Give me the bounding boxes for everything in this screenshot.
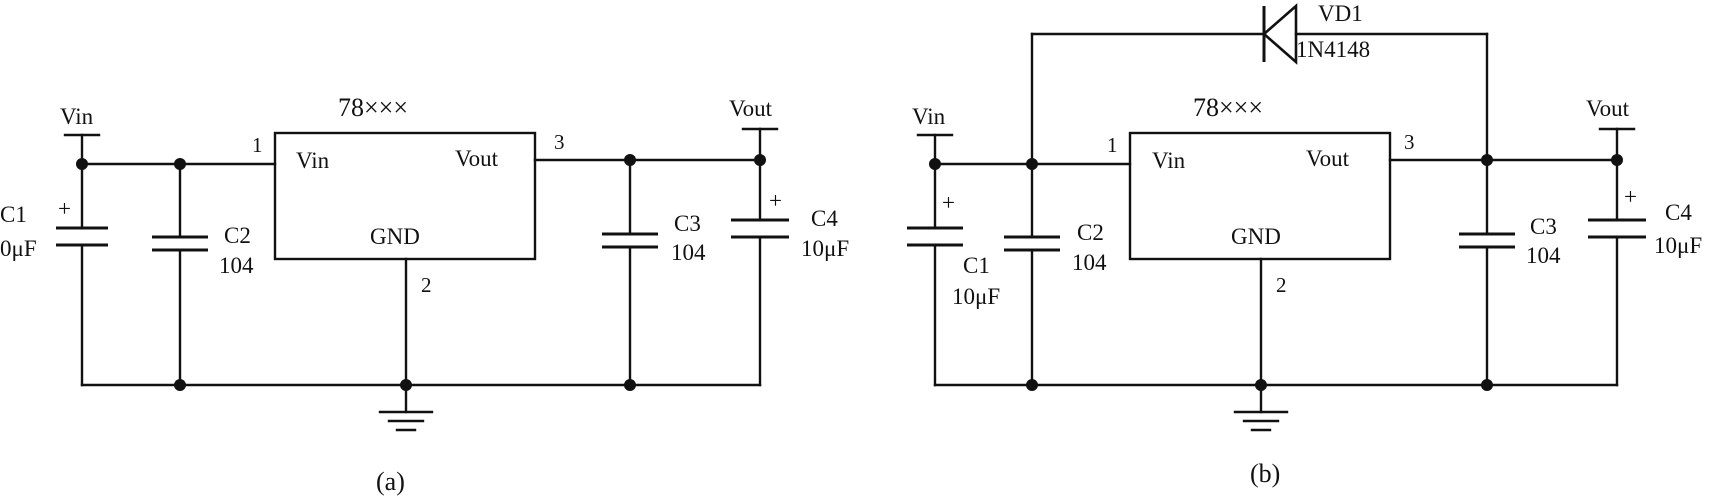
circuit-b-pin-gnd-label: GND	[1231, 224, 1281, 249]
circuit-b-c3-capacitor: C3 104	[1459, 214, 1561, 268]
circuit-b-regulator-part: 78×××	[1193, 93, 1263, 122]
circuit-b-c4-value: 10μF	[1654, 233, 1702, 258]
circuit-a-ground-symbol	[378, 410, 434, 432]
circuit-a-c2-name: C2	[224, 223, 251, 248]
circuit-a-c4-capacitor: + C4 10μF	[731, 188, 849, 261]
circuit-a-caption: (a)	[376, 467, 405, 496]
circuit-a-junctions	[76, 154, 766, 391]
circuit-a-c1-value: 0μF	[0, 236, 37, 261]
circuit-a-wires	[63, 127, 779, 414]
circuit-a-c4-value: 10μF	[801, 236, 849, 261]
circuit-b-c4-polarity: +	[1624, 184, 1637, 209]
circuit-b-vd1-name: VD1	[1318, 1, 1363, 26]
circuit-a-pin1-number: 1	[252, 133, 263, 157]
circuit-b-pin2-number: 2	[1276, 273, 1287, 297]
circuit-b-c1-polarity: +	[942, 190, 955, 215]
circuit-a-vout-label: Vout	[729, 96, 773, 121]
circuit-b-c4-capacitor: + C4 10μF	[1588, 184, 1702, 258]
circuit-b-c1-capacitor: + C1 10μF	[907, 190, 1000, 309]
circuit-b-pin-vout-label: Vout	[1306, 146, 1350, 171]
circuit-a-c1-name: C1	[0, 202, 27, 227]
circuit-a-c1-capacitor: + C1 0μF	[0, 196, 108, 261]
circuit-a-c3-capacitor: C3 104	[602, 211, 706, 265]
circuit-b-c2-name: C2	[1077, 220, 1104, 245]
circuit-b-regulator: 78××× Vin Vout GND 1 2 3	[1107, 93, 1415, 297]
circuit-b-c2-value: 104	[1072, 250, 1107, 275]
circuit-a-pin-gnd-label: GND	[370, 224, 420, 249]
circuit-b-vd1-part: 1N4148	[1296, 37, 1370, 62]
circuit-a-c2-capacitor: C2 104	[152, 223, 254, 278]
circuit-a-regulator-part: 78×××	[338, 93, 408, 122]
circuit-a-vin-label: Vin	[60, 104, 94, 129]
circuit-a-c2-value: 104	[219, 253, 254, 278]
circuit-b-wires	[916, 32, 1636, 414]
circuit-a-pin-vin-label: Vin	[296, 148, 330, 173]
circuit-b: VD1 1N4148 78××× Vin Vout GND 1 2	[907, 1, 1702, 488]
circuit-b-c1-name: C1	[963, 253, 990, 278]
circuit-b-caption: (b)	[1250, 459, 1280, 488]
circuit-b-c2-capacitor: C2 104	[1004, 220, 1107, 275]
circuit-b-pin-vin-label: Vin	[1152, 148, 1186, 173]
circuit-b-pin3-number: 3	[1404, 130, 1415, 154]
circuit-a-c4-name: C4	[811, 206, 838, 231]
circuit-a-c1-polarity: +	[58, 196, 71, 221]
circuit-b-vd1-diode: VD1 1N4148	[1262, 1, 1370, 65]
circuit-a-pin3-number: 3	[554, 130, 565, 154]
circuit-b-c4-name: C4	[1665, 200, 1692, 225]
circuit-b-junctions	[929, 154, 1623, 391]
circuit-a-regulator: 78××× Vin Vout GND 1 2 3	[252, 93, 565, 297]
circuit-a-c3-value: 104	[671, 240, 706, 265]
circuit-b-vout-label: Vout	[1586, 96, 1630, 121]
circuit-b-pin1-number: 1	[1107, 133, 1118, 157]
circuit-a-c4-polarity: +	[769, 188, 782, 213]
circuit-b-ground-symbol	[1233, 410, 1289, 432]
circuit-a: 78××× Vin Vout GND 1 2 3 Vin Vout + C1 0…	[0, 93, 849, 496]
circuit-a-pin-vout-label: Vout	[455, 146, 499, 171]
circuit-b-vin-label: Vin	[912, 104, 946, 129]
circuit-b-c3-value: 104	[1526, 243, 1561, 268]
circuit-a-c3-name: C3	[674, 211, 701, 236]
circuit-a-pin2-number: 2	[421, 273, 432, 297]
circuit-b-c3-name: C3	[1530, 214, 1557, 239]
circuit-b-c1-value: 10μF	[952, 284, 1000, 309]
